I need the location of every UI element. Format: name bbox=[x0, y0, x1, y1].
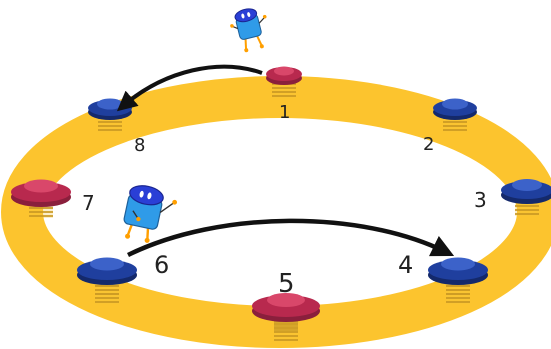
pad-label-3: 3 bbox=[474, 188, 487, 212]
pad-label-2: 2 bbox=[423, 134, 434, 155]
move-arrow-6-to-4 bbox=[127, 218, 455, 258]
robot-left[interactable] bbox=[120, 183, 179, 247]
pad-2[interactable] bbox=[433, 98, 477, 132]
pad-label-8: 8 bbox=[134, 135, 145, 156]
pad-label-5: 5 bbox=[278, 269, 295, 299]
pad-4[interactable] bbox=[428, 257, 488, 304]
pad-6[interactable] bbox=[77, 257, 137, 304]
pad-1[interactable] bbox=[266, 66, 302, 98]
pad-3[interactable] bbox=[501, 179, 551, 216]
pad-label-4: 4 bbox=[398, 251, 413, 279]
robot-top[interactable] bbox=[227, 5, 274, 55]
move-arrow-1-to-8 bbox=[116, 64, 263, 112]
pad-label-6: 6 bbox=[154, 251, 169, 279]
pad-label-7: 7 bbox=[82, 191, 95, 215]
pad-label-1: 1 bbox=[279, 102, 290, 123]
pad-7[interactable] bbox=[11, 179, 71, 218]
pad-5[interactable] bbox=[252, 293, 320, 342]
